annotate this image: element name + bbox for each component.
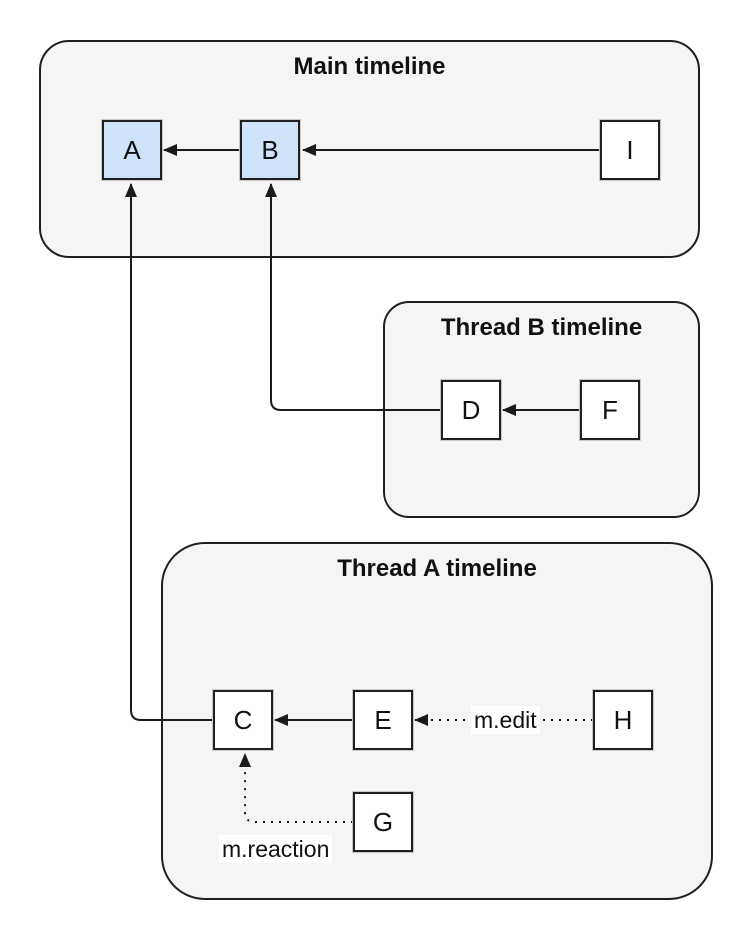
node-f: F [580, 380, 640, 440]
edge-label-m-reaction: m.reaction [219, 835, 333, 863]
node-d: D [441, 380, 501, 440]
node-g-label: G [372, 806, 394, 837]
node-e: E [353, 690, 413, 750]
node-a: A [102, 120, 162, 180]
group-thread-b-timeline: Thread B timeline [383, 301, 700, 518]
node-f-label: F [602, 394, 618, 425]
node-c: C [213, 690, 273, 750]
node-d-label: D [461, 394, 481, 425]
node-c-label: C [233, 704, 253, 735]
group-thread-a-timeline-title: Thread A timeline [337, 555, 537, 582]
node-i-label: I [626, 134, 634, 165]
node-b-label: B [261, 134, 279, 165]
node-g: G [353, 792, 413, 852]
edge-label-m-edit: m.edit [471, 706, 540, 734]
node-a-label: A [123, 134, 141, 165]
group-thread-b-timeline-title: Thread B timeline [440, 314, 643, 341]
node-h-label: H [613, 704, 633, 735]
node-e-label: E [374, 704, 392, 735]
node-h: H [593, 690, 653, 750]
group-main-timeline-title: Main timeline [293, 53, 446, 80]
node-i: I [600, 120, 660, 180]
node-b: B [240, 120, 300, 180]
